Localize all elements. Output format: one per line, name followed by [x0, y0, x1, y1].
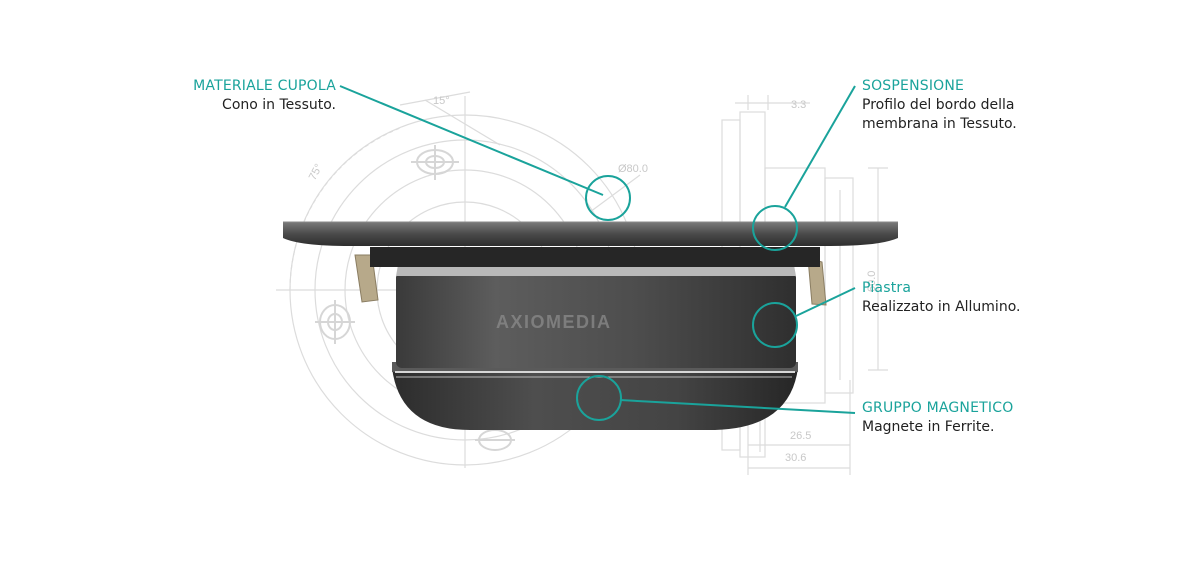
callout-desc: Realizzato in Allumino.: [862, 299, 1021, 315]
marker-piastra: [752, 302, 798, 348]
magnet-ring: [392, 368, 798, 430]
marker-sospensione: [752, 205, 798, 251]
dim-angle-75: 75°: [307, 162, 325, 182]
watermark-text: AXIOMEDIA: [496, 312, 612, 332]
leader-materiale-cupola: [339, 85, 604, 196]
callout-title: SOSPENSIONE: [862, 78, 965, 94]
callout-desc: Cono in Tessuto.: [222, 97, 336, 113]
marker-gruppo-magnetico: [576, 375, 622, 421]
front-flange: [283, 222, 898, 246]
dim-3-3: 3.3: [791, 99, 806, 111]
tweeter-product: [283, 221, 898, 430]
callout-title: MATERIALE CUPOLA: [193, 78, 336, 94]
trim-ring: [396, 265, 796, 276]
dim-60: 60.0: [866, 271, 878, 292]
plate-body: [396, 272, 796, 368]
dim-26-5: 26.5: [790, 430, 811, 442]
marker-materiale-cupola: [585, 175, 631, 221]
callout-title: Piastra: [862, 280, 912, 296]
leader-piastra: [795, 287, 856, 317]
dim-angle-15: 15°: [433, 95, 450, 107]
callout-title: GRUPPO MAGNETICO: [862, 400, 1014, 416]
callout-desc: Profilo del bordo della membrana in Tess…: [862, 97, 1017, 132]
mounting-hole-left: [315, 300, 355, 344]
callout-gruppo-magnetico: GRUPPO MAGNETICO Magnete in Ferrite.: [862, 399, 1092, 437]
callout-markers: [339, 85, 856, 421]
dim-30-6: 30.6: [785, 452, 806, 464]
leader-sospensione: [784, 85, 856, 208]
dim-diameter: Ø80.0: [618, 163, 648, 175]
mounting-hole-top: [411, 145, 459, 180]
callout-materiale-cupola: MATERIALE CUPOLA Cono in Tessuto.: [150, 77, 336, 115]
leader-gruppo-magnetico: [619, 399, 856, 414]
callout-desc: Magnete in Ferrite.: [862, 419, 995, 435]
callout-piastra: Piastra Realizzato in Allumino.: [862, 279, 1092, 317]
callout-sospensione: SOSPENSIONE Profilo del bordo della memb…: [862, 77, 1092, 134]
